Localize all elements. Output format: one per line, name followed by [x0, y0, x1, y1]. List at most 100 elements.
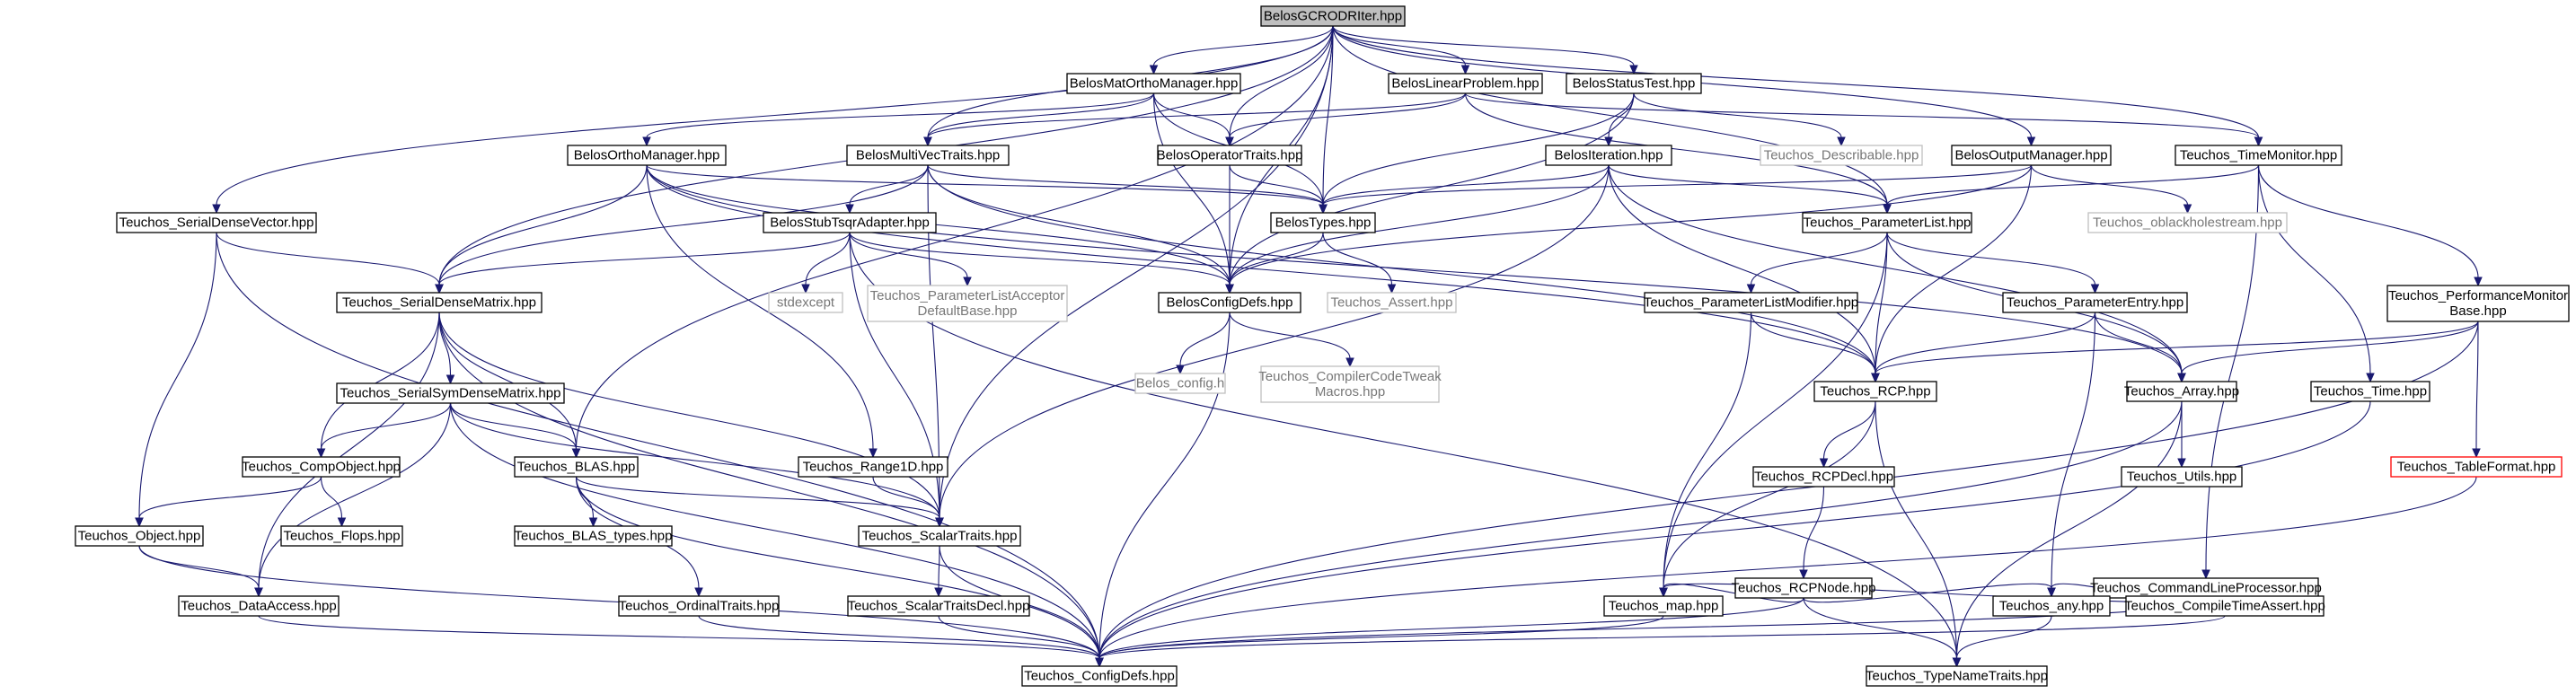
node-mvtraits[interactable]: BelosMultiVecTraits.hpp — [846, 145, 1010, 166]
edge-root-to-sdvec — [212, 25, 1334, 215]
node-belostypes[interactable]: BelosTypes.hpp — [1270, 212, 1376, 233]
node-box — [1802, 212, 1972, 233]
node-placcept[interactable]: Teuchos_ParameterListAcceptorDefaultBase… — [867, 285, 1068, 322]
edge-stattest-to-configdefs — [1225, 92, 1635, 294]
edge-stubtsqr-to-placcept — [849, 232, 972, 287]
node-box — [1157, 145, 1302, 166]
node-box — [858, 525, 1021, 547]
node-pentry[interactable]: Teuchos_ParameterEntry.hpp — [2002, 292, 2188, 313]
node-orthomgr[interactable]: BelosOrthoManager.hpp — [567, 145, 727, 166]
node-box — [1388, 73, 1543, 94]
node-ttime[interactable]: Teuchos_Time.hpp — [2310, 381, 2430, 402]
node-tconfigdefs[interactable]: Teuchos_ConfigDefs.hpp — [1021, 665, 1178, 687]
node-rcpdecl[interactable]: Teuchos_RCPDecl.hpp — [1752, 466, 1895, 488]
node-utils[interactable]: Teuchos_Utils.hpp — [2121, 466, 2243, 488]
edge-optraits-to-configdefs — [1225, 165, 1234, 294]
node-box — [1270, 212, 1376, 233]
edge-compobj-to-flops — [320, 476, 347, 528]
node-box — [846, 145, 1010, 166]
node-box — [1734, 577, 1873, 599]
node-sdvec[interactable]: Teuchos_SerialDenseVector.hpp — [116, 212, 317, 233]
edge-array-to-typename — [1952, 400, 2183, 668]
node-configdefs[interactable]: BelosConfigDefs.hpp — [1158, 292, 1301, 313]
node-label: BelosIteration.hpp — [1555, 148, 1663, 163]
node-tmap[interactable]: Teuchos_map.hpp — [1603, 595, 1724, 617]
node-box — [1327, 292, 1457, 313]
node-plist[interactable]: Teuchos_ParameterList.hpp — [1802, 212, 1972, 233]
node-flops[interactable]: Teuchos_Flops.hpp — [280, 525, 403, 547]
node-label: Teuchos_Assert.hpp — [1331, 295, 1453, 311]
node-sdmat[interactable]: Teuchos_SerialDenseMatrix.hpp — [336, 292, 543, 313]
node-stdexcept[interactable]: stdexcept — [768, 292, 843, 313]
node-label: Teuchos_any.hpp — [1999, 599, 2104, 614]
node-iteration[interactable]: BelosIteration.hpp — [1545, 145, 1672, 166]
node-describable[interactable]: Teuchos_Describable.hpp — [1760, 145, 1923, 166]
node-tobject[interactable]: Teuchos_Object.hpp — [75, 525, 204, 547]
edge-rcp-to-rcpdecl — [1819, 400, 1876, 469]
node-rcpnode[interactable]: Teuchos_RCPNode.hpp — [1732, 577, 1876, 599]
edge-array-to-tconfigdefs — [1095, 400, 2183, 668]
node-rcp[interactable]: Teuchos_RCP.hpp — [1813, 381, 1937, 402]
edge-timemon-to-cmdline — [2201, 164, 2260, 580]
node-label: Teuchos_CompileTimeAssert.hpp — [2124, 599, 2325, 614]
edge-optraits-to-belostypes — [1229, 164, 1328, 215]
edge-symmat-to-dataaccess — [254, 402, 452, 598]
node-outmgr[interactable]: BelosOutputManager.hpp — [1951, 145, 2112, 166]
node-label: Teuchos_ParameterListModifier.hpp — [1644, 295, 1858, 311]
edge-root-to-matortho — [1149, 25, 1334, 75]
node-box — [2390, 456, 2563, 478]
node-stubtsqr[interactable]: BelosStubTsqrAdapter.hpp — [763, 212, 937, 233]
edge-sdvec-to-sdmat — [216, 232, 444, 294]
edge-orthomgr-to-rcp — [646, 164, 1880, 383]
node-tableformat[interactable]: Teuchos_TableFormat.hpp — [2390, 456, 2563, 478]
node-typename[interactable]: Teuchos_TypeNameTraits.hpp — [1866, 665, 2048, 687]
node-optraits[interactable]: BelosOperatorTraits.hpp — [1157, 145, 1303, 166]
node-assert[interactable]: Teuchos_Assert.hpp — [1327, 292, 1457, 313]
node-scalartraits[interactable]: Teuchos_ScalarTraits.hpp — [858, 525, 1021, 547]
node-ctassert[interactable]: Teuchos_CompileTimeAssert.hpp — [2124, 595, 2325, 617]
node-box — [75, 525, 204, 547]
node-box — [2125, 595, 2325, 617]
node-stdecl[interactable]: Teuchos_ScalarTraitsDecl.hpp — [847, 595, 1030, 617]
node-root[interactable]: BelosGCRODRIter.hpp — [1260, 5, 1406, 27]
edge-pentry-to-array — [2094, 312, 2186, 383]
node-box — [116, 212, 317, 233]
node-box — [1752, 466, 1895, 488]
node-belosconfig[interactable]: Belos_config.h — [1134, 373, 1226, 394]
node-label: Teuchos_SerialDenseVector.hpp — [119, 215, 314, 231]
node-blastypes[interactable]: Teuchos_BLAS_types.hpp — [514, 525, 673, 547]
edge-tany-to-typename — [1952, 615, 2052, 668]
node-plmod[interactable]: Teuchos_ParameterListModifier.hpp — [1644, 292, 1858, 313]
node-label: Teuchos_PerformanceMonitor — [2388, 288, 2568, 303]
node-array[interactable]: Teuchos_Array.hpp — [2124, 381, 2239, 402]
node-label: Teuchos_Utils.hpp — [2127, 470, 2237, 485]
node-label: BelosMultiVecTraits.hpp — [856, 148, 1000, 163]
node-matortho[interactable]: BelosMatOrthoManager.hpp — [1066, 73, 1241, 94]
node-stattest[interactable]: BelosStatusTest.hpp — [1566, 73, 1702, 94]
edge-root-to-linprob — [1332, 25, 1470, 75]
node-tany[interactable]: Teuchos_any.hpp — [1992, 595, 2111, 617]
edge-stattest-to-iteration — [1604, 92, 1635, 147]
node-box — [178, 595, 340, 617]
node-box — [567, 145, 727, 166]
node-cmdline[interactable]: Teuchos_CommandLineProcessor.hpp — [2090, 577, 2322, 599]
node-dataaccess[interactable]: Teuchos_DataAccess.hpp — [178, 595, 340, 617]
node-symmat[interactable]: Teuchos_SerialSymDenseMatrix.hpp — [336, 382, 565, 404]
node-ordtraits[interactable]: Teuchos_OrdinalTraits.hpp — [618, 595, 780, 617]
node-timemon[interactable]: Teuchos_TimeMonitor.hpp — [2175, 145, 2342, 166]
node-oblack[interactable]: Teuchos_oblackholestream.hpp — [2087, 212, 2288, 233]
node-blas[interactable]: Teuchos_BLAS.hpp — [514, 456, 639, 478]
node-box — [1260, 5, 1406, 27]
node-compobj[interactable]: Teuchos_CompObject.hpp — [242, 456, 401, 478]
node-box — [1260, 365, 1440, 403]
node-label: Teuchos_SerialDenseMatrix.hpp — [342, 295, 536, 311]
node-label: Teuchos_TimeMonitor.hpp — [2180, 148, 2337, 163]
edge-compobj-to-tobject — [135, 476, 322, 528]
node-linprob[interactable]: BelosLinearProblem.hpp — [1388, 73, 1543, 94]
node-box — [2126, 381, 2237, 402]
node-label: DefaultBase.hpp — [918, 303, 1018, 319]
node-range1d[interactable]: Teuchos_Range1D.hpp — [798, 456, 948, 478]
